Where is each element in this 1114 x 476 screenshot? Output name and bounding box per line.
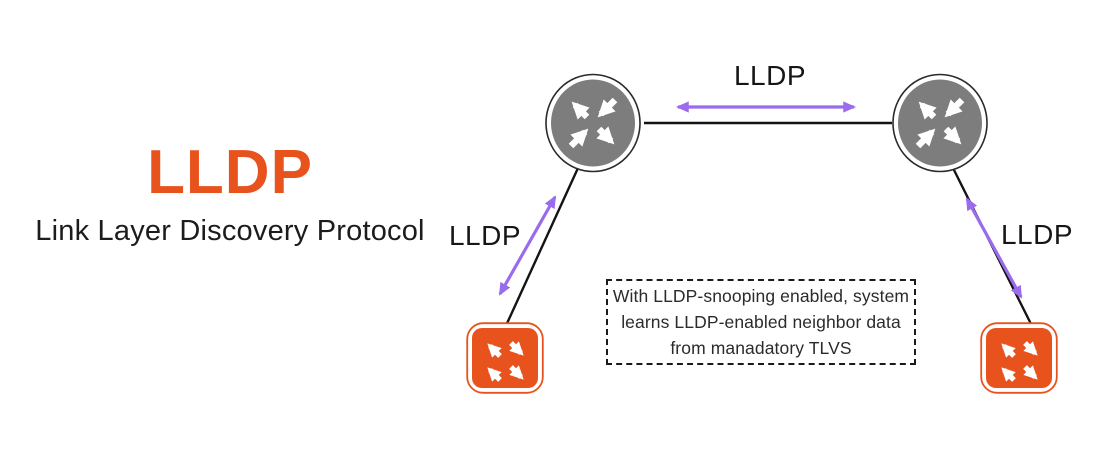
arrow-in-down-left: [944, 97, 965, 118]
router-icon: [545, 73, 641, 173]
page-title: LLDP: [147, 138, 313, 207]
title-block: LLDP Link Layer Discovery Protocol: [20, 140, 440, 248]
link-label-top: LLDP: [733, 60, 807, 91]
arrow-down-right: [509, 365, 524, 380]
note-line: learns LLDP-enabled neighbor data: [621, 311, 901, 332]
switch-icon: [466, 322, 544, 394]
arrow-in-down-left: [597, 97, 618, 118]
arrow-out-down-right: [596, 126, 615, 145]
arrow-in-up-right: [915, 128, 936, 149]
arrow-up-left: [1001, 367, 1016, 382]
router-node-right: [891, 73, 989, 173]
arrow-out-up-left: [571, 101, 590, 120]
page-subtitle: Link Layer Discovery Protocol: [35, 215, 425, 248]
link-label-left: LLDP: [448, 220, 522, 251]
arrow-up-left: [487, 367, 502, 382]
router-icon: [892, 73, 988, 173]
note-line: from manadatory TLVS: [670, 338, 852, 359]
arrow-up-left: [1001, 343, 1016, 358]
arrow-out-down-right: [943, 126, 962, 145]
arrow-down-right: [1023, 341, 1038, 356]
arrow-down-right: [509, 341, 524, 356]
arrow-out-up-left: [918, 101, 937, 120]
switch-node-right: [980, 322, 1058, 394]
router-node-left: [544, 73, 642, 173]
note-line: With LLDP-snooping enabled, system: [612, 285, 910, 306]
link-label-right: LLDP: [1000, 219, 1074, 250]
switch-icon: [980, 322, 1058, 394]
arrow-in-up-right: [568, 128, 589, 149]
note-box: With LLDP-snooping enabled, system learn…: [606, 279, 916, 365]
switch-node-left: [466, 322, 544, 394]
arrow-up-left: [487, 343, 502, 358]
arrow-down-right: [1023, 365, 1038, 380]
